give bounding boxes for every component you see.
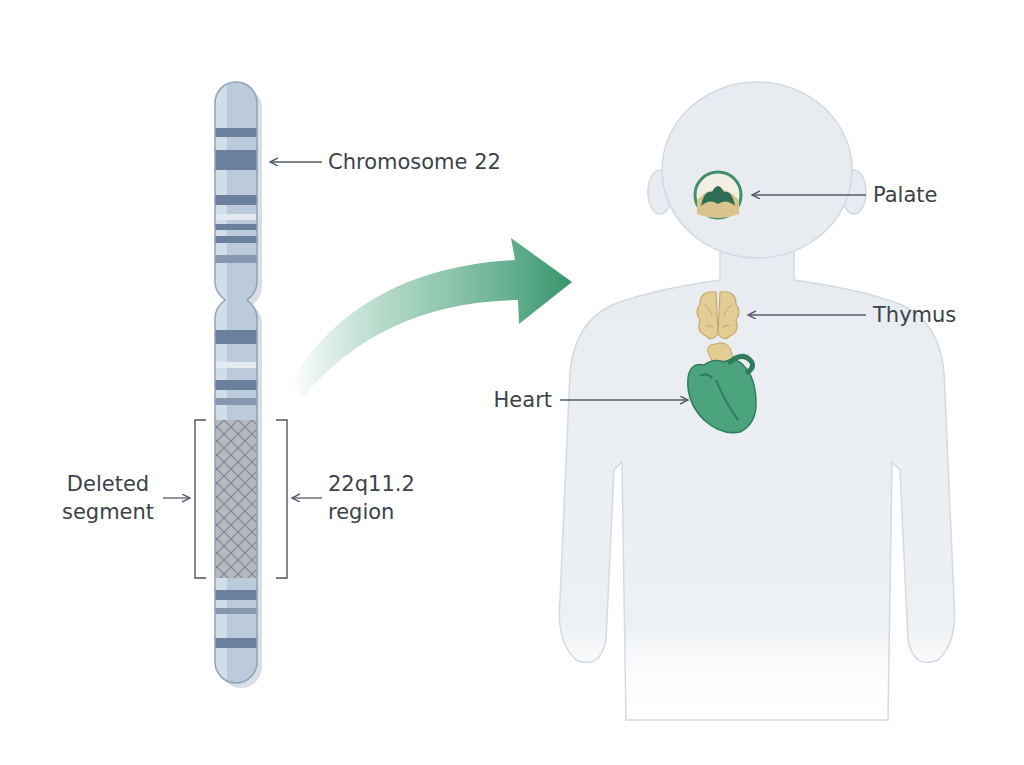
thymus-icon [697,292,739,339]
organ-label: Thymus [873,301,1013,329]
palate-icon [695,172,741,218]
leader-lines [163,162,866,498]
body-silhouette [559,82,954,720]
bracket [276,420,287,578]
chromosome-label: Chromosome 22 [328,148,558,176]
organ-label: Palate [873,181,1013,209]
transition-arrow [290,238,572,398]
deleted-segment [215,420,257,578]
region-label: Deleted segment [52,470,164,526]
bracket [195,420,206,578]
chromosome [215,82,262,688]
region-label: 22q11.2 region [328,470,428,526]
organ-label: Heart [430,386,552,414]
heart-icon [688,343,756,433]
